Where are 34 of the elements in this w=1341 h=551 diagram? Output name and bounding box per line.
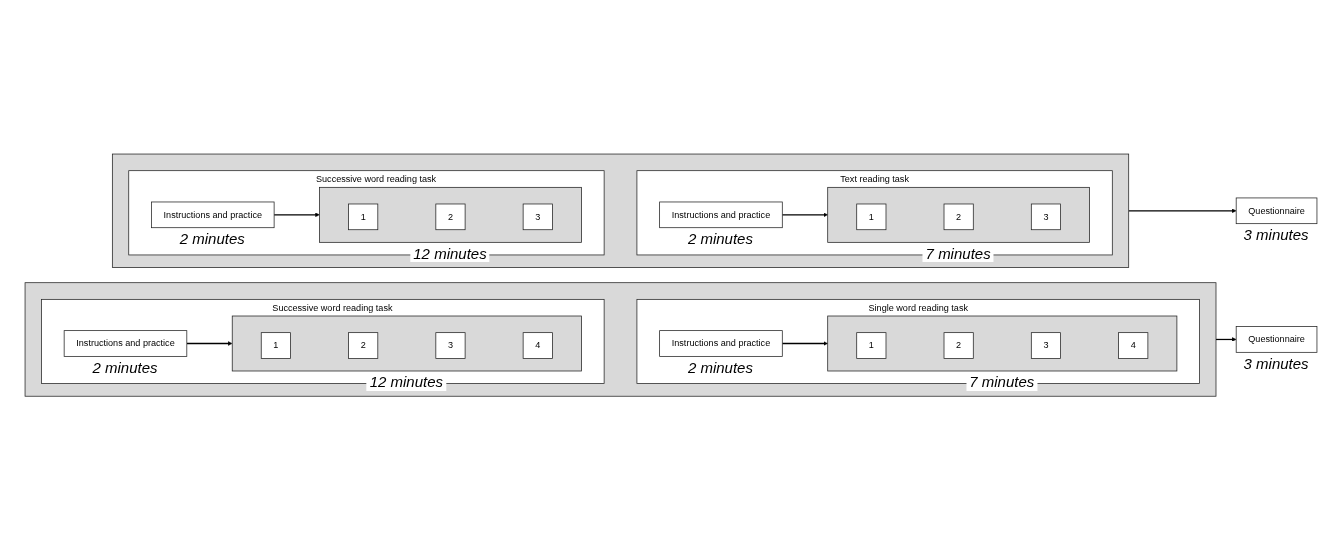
arrow [273, 213, 320, 218]
node-box: 3 [1030, 332, 1061, 360]
node-box: Questionnaire [1235, 197, 1317, 225]
node-box: Instructions and practice [150, 201, 274, 229]
cluster [231, 316, 582, 372]
cluster [826, 316, 1177, 372]
node-box: 1 [855, 203, 886, 231]
cluster [111, 154, 1129, 269]
arrow [781, 341, 828, 347]
node-box: 3 [434, 332, 465, 360]
node-box: Instructions and practice [658, 201, 783, 229]
node-box: Questionnaire [1235, 326, 1317, 354]
node-box: 4 [1117, 332, 1148, 360]
node-box: 3 [1030, 203, 1061, 231]
cluster [24, 282, 1216, 397]
node-box: 4 [522, 332, 553, 360]
duration-label: 7 minutes [966, 374, 1038, 391]
node-box: Instructions and practice [63, 330, 187, 358]
node-box: 2 [943, 203, 974, 231]
cluster [318, 187, 582, 244]
node-box: 2 [943, 332, 974, 360]
arrow [1214, 337, 1236, 343]
cluster [826, 187, 1090, 244]
arrow [781, 213, 828, 218]
node-box: 1 [260, 332, 291, 360]
node-box: Instructions and practice [658, 330, 783, 358]
node-box: 2 [434, 203, 465, 231]
node-box: 3 [522, 203, 553, 231]
node-box: 2 [347, 332, 378, 360]
node-box: 1 [347, 203, 378, 231]
duration-label: 12 minutes [366, 374, 446, 391]
node-box: 1 [855, 332, 886, 360]
arrow [185, 341, 232, 347]
arrow [1127, 208, 1236, 214]
